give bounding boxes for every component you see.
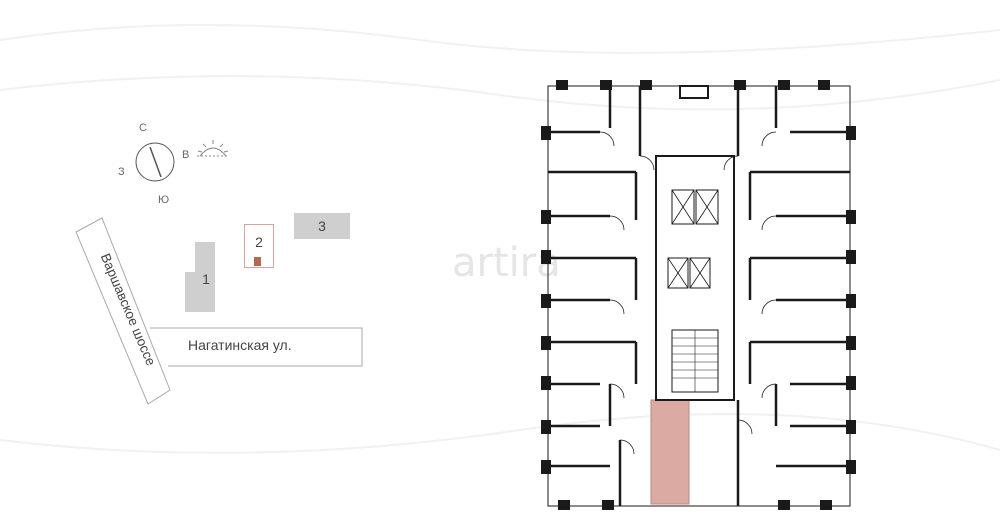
sun-icon bbox=[197, 140, 229, 157]
building-1-shape bbox=[185, 242, 215, 312]
central-core bbox=[655, 155, 735, 401]
exterior-walls bbox=[547, 85, 851, 507]
compass-south: Ю bbox=[158, 194, 170, 206]
street-map bbox=[75, 217, 363, 405]
compass-needle bbox=[149, 146, 162, 178]
varshavskoe-road bbox=[75, 217, 171, 405]
left-partitions bbox=[548, 86, 642, 506]
door-swings bbox=[599, 131, 777, 455]
building-1-label: 1 bbox=[202, 271, 210, 287]
building-3[interactable]: 3 bbox=[294, 213, 350, 239]
floor-plan bbox=[541, 80, 856, 510]
building-1[interactable]: 1 bbox=[185, 242, 225, 312]
street-label-nagatinskaya: Нагатинская ул. bbox=[188, 337, 292, 353]
compass-west: З bbox=[118, 166, 125, 178]
highlighted-apartment[interactable] bbox=[650, 399, 690, 505]
columns bbox=[541, 80, 856, 510]
building-2-label: 2 bbox=[255, 234, 263, 250]
building-3-label: 3 bbox=[318, 218, 326, 234]
compass-north: С bbox=[139, 122, 147, 134]
compass-east: В bbox=[182, 149, 190, 161]
right-partitions bbox=[736, 86, 850, 506]
nagatinskaya-road bbox=[150, 327, 363, 367]
building-2-marker bbox=[254, 257, 261, 266]
compass bbox=[135, 142, 175, 182]
building-2[interactable]: 2 bbox=[244, 224, 274, 268]
